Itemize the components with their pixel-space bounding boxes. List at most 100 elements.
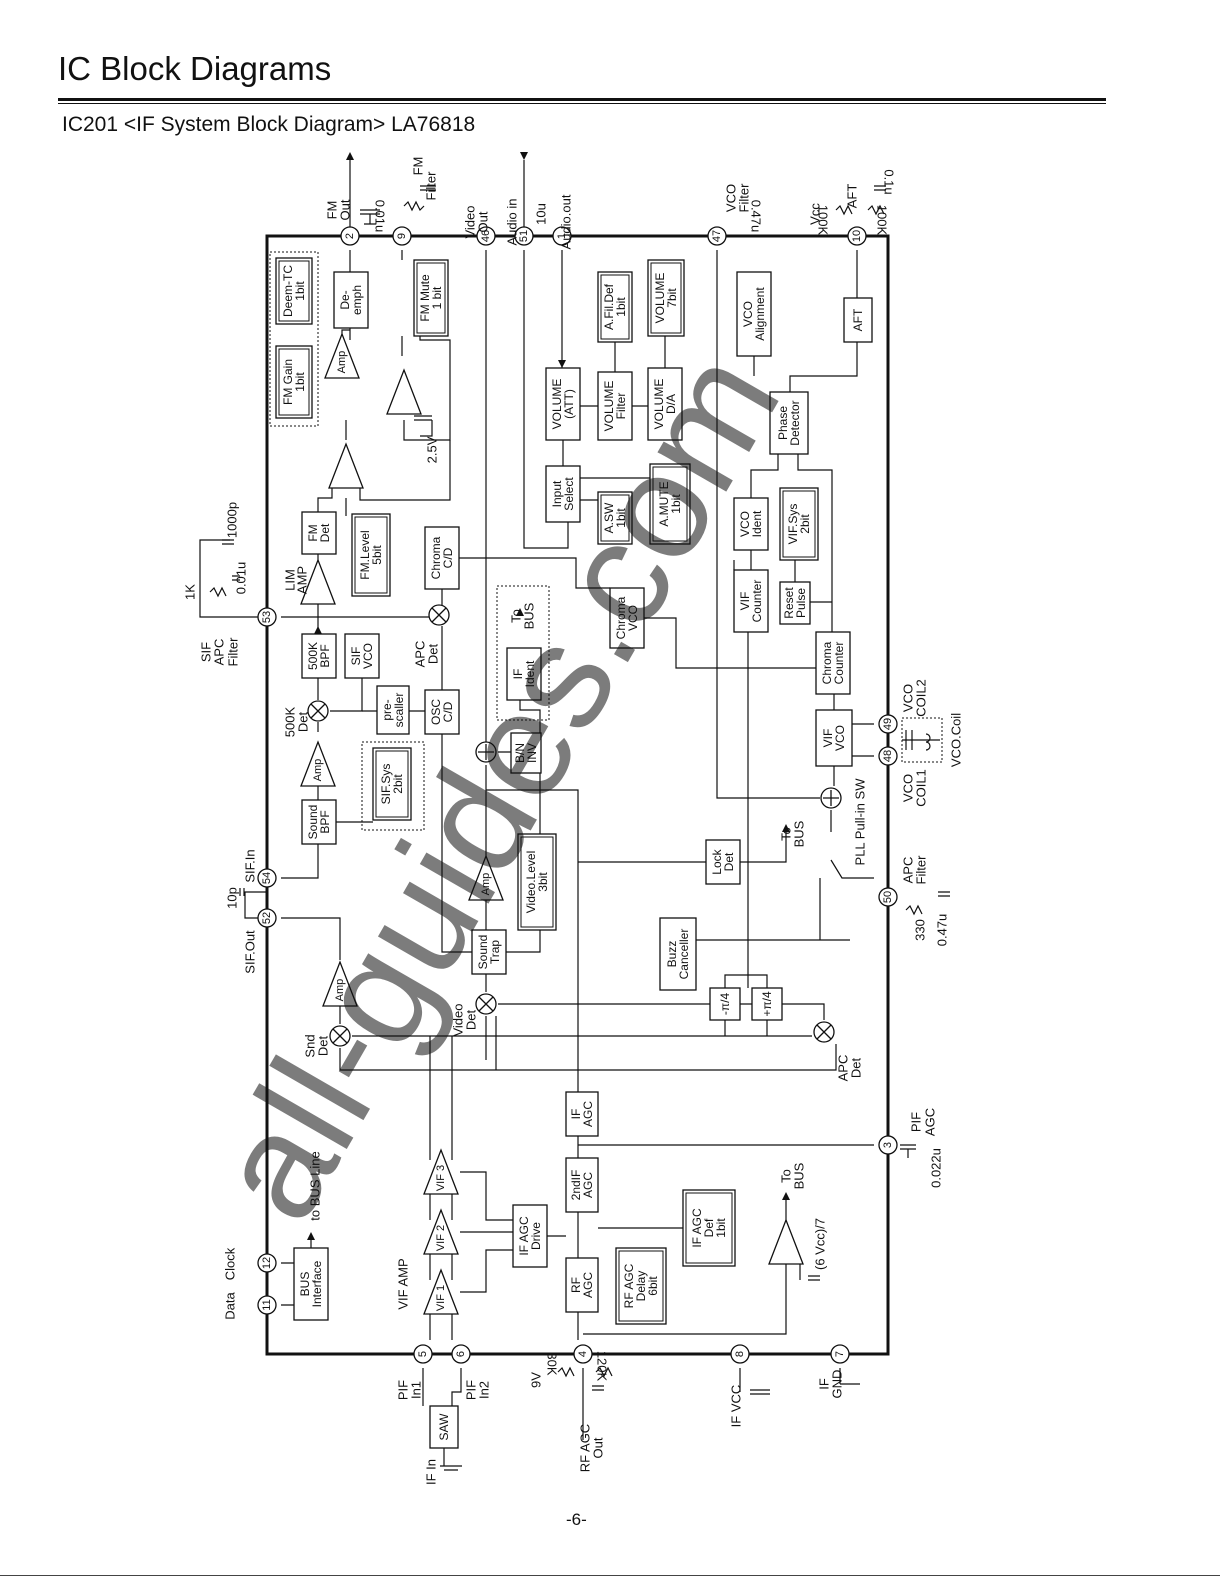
block-inner-frame xyxy=(416,262,446,334)
dotted-group-if-ident xyxy=(496,585,550,721)
block-label: VIF xyxy=(738,592,752,611)
amplifier-label: VIF 2 xyxy=(435,1225,447,1251)
block-label: VCO xyxy=(738,511,752,537)
pin-label: 51 xyxy=(518,230,530,242)
block-frame xyxy=(301,511,337,555)
block-label: VCO xyxy=(741,301,755,327)
diagram-label: GND xyxy=(830,1370,845,1399)
block-frame xyxy=(705,839,741,885)
amplifier-triangle xyxy=(423,1148,459,1195)
block-prescaller: pre-scaller xyxy=(376,685,410,735)
block-label: Counter xyxy=(832,642,846,685)
pin-11: 11 xyxy=(257,1295,277,1315)
block-frame xyxy=(344,633,380,679)
diagram-label: VCO xyxy=(901,774,916,802)
diagram-label: PIF xyxy=(464,1380,479,1400)
page-subtitle: IC201 <IF System Block Diagram> LA76818 xyxy=(62,113,476,136)
diagram-label: 10p xyxy=(225,887,240,909)
pin-circle xyxy=(257,607,277,627)
block-label: SIF xyxy=(349,647,363,666)
diagram-label: (6 Vcc)/7 xyxy=(813,1218,828,1270)
pin-circle xyxy=(573,1344,593,1364)
block-label: AGC xyxy=(581,1272,595,1298)
block-label: OSC xyxy=(429,699,443,725)
block-frame xyxy=(506,647,542,701)
block-label: C/D xyxy=(441,547,455,568)
block-inner-frame xyxy=(685,1192,733,1264)
block-frame xyxy=(843,297,873,343)
block-inner-frame xyxy=(354,516,388,594)
mixers-layer xyxy=(307,604,842,1047)
diagram-label: BUS xyxy=(792,820,807,847)
block-label: BPF xyxy=(318,810,332,833)
block-label: AGC xyxy=(581,1172,595,1198)
diagram-label: Audio.out xyxy=(559,194,574,249)
diagram-label: 500K xyxy=(283,706,298,737)
diagram-label: Data xyxy=(223,1292,238,1320)
diagram-label: In1 xyxy=(409,1381,424,1399)
block-label: VIF xyxy=(821,729,835,748)
block-label: 2bit xyxy=(391,774,405,794)
dotted-group-sif-sys xyxy=(361,741,425,831)
pin-label: 52 xyxy=(261,912,273,924)
block-label: A.MUTE xyxy=(657,481,671,526)
diagram-label: BUS xyxy=(792,1162,807,1189)
block-frame xyxy=(372,747,412,821)
block-label: 3bit xyxy=(536,872,550,892)
block-saw: SAW xyxy=(429,1405,459,1449)
diagram-label: 0.01u xyxy=(373,200,388,233)
block-frame xyxy=(659,917,697,991)
block-label: IF AGC xyxy=(690,1208,704,1248)
pin-label: 11 xyxy=(261,1299,273,1310)
mixer-mix-snd xyxy=(329,1025,351,1047)
block-frame xyxy=(333,271,369,329)
block-inner-frame xyxy=(618,1250,664,1322)
block-label: Counter xyxy=(750,580,764,623)
pin-52: 52 xyxy=(257,908,277,928)
pin-label: 4 xyxy=(577,1351,589,1357)
passive-components xyxy=(209,185,950,1471)
amplifier-lim-amp xyxy=(300,558,336,605)
pin-circle xyxy=(730,1344,750,1364)
block-label: Canceller xyxy=(677,929,691,980)
block-label: AFT xyxy=(851,308,865,331)
pin-circle xyxy=(878,746,898,766)
pin-label: 5 xyxy=(417,1351,429,1357)
amplifier-diff-amp xyxy=(328,442,364,489)
block-frame xyxy=(736,271,772,357)
block-frame xyxy=(351,513,391,597)
block-label: Select xyxy=(562,477,576,511)
block-label: SIF.Sys xyxy=(379,764,393,805)
pin-circle xyxy=(257,1253,277,1273)
block-frame xyxy=(709,987,741,1021)
block-frame xyxy=(682,1189,736,1267)
diagram-label: To xyxy=(779,827,794,841)
block-frame xyxy=(815,631,851,695)
pin-50: 50 xyxy=(878,887,898,907)
block-label: Lock xyxy=(710,848,724,874)
block-label: VOLUME xyxy=(602,381,616,432)
block-inner-frame xyxy=(278,260,310,322)
amplifier-triangle xyxy=(468,854,504,901)
amplifier-triangle xyxy=(300,740,336,787)
block-label: Pulse xyxy=(794,588,808,618)
pin-circle xyxy=(257,908,277,928)
adder-plus xyxy=(823,790,839,806)
block-label: 5bit xyxy=(370,545,384,565)
block-frame xyxy=(510,732,542,774)
